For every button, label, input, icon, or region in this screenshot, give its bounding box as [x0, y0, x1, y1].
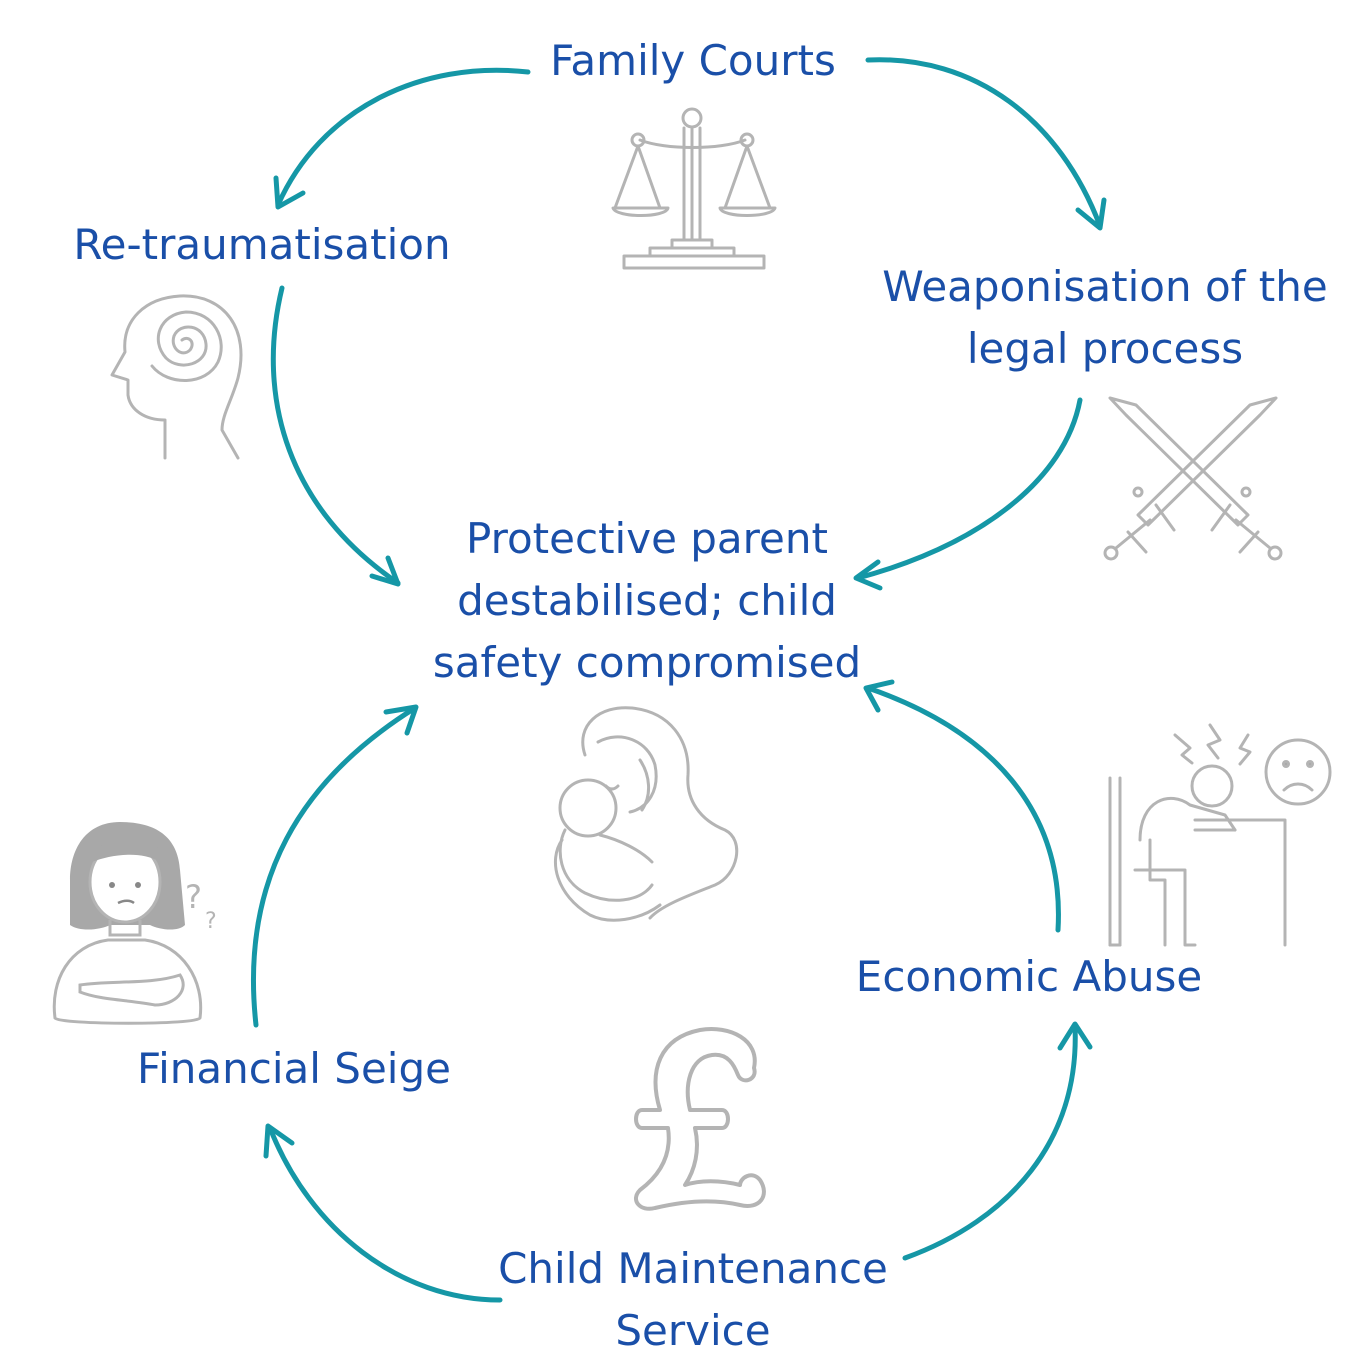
- head-spiral-icon: [110, 294, 243, 460]
- node-family-courts-label: Family Courts: [550, 36, 836, 85]
- confused-woman-icon: ? ?: [52, 822, 217, 1025]
- node-center-line3: safety compromised: [432, 638, 862, 687]
- node-center-line1: Protective parent: [466, 514, 828, 563]
- node-financial-seige-label: Financial Seige: [137, 1044, 451, 1093]
- pound-sign-icon: [634, 1027, 766, 1211]
- node-retraumatisation-label: Re-traumatisation: [73, 220, 451, 269]
- svg-text:?: ?: [205, 909, 217, 934]
- mother-and-baby-icon: [553, 706, 739, 922]
- arrow-financial-seige-to-center: [250, 704, 419, 1028]
- node-center: Protective parent destabilised; child sa…: [422, 508, 872, 694]
- node-weaponisation-line2: legal process: [966, 324, 1244, 373]
- stressed-person-at-desk-icon: [1108, 723, 1332, 947]
- crossed-swords-icon: [1103, 396, 1283, 561]
- svg-text:?: ?: [185, 878, 202, 916]
- arrow-child-maintenance-to-financial-seige: [263, 1123, 503, 1303]
- arrow-weaponisation-to-center: [853, 397, 1083, 591]
- node-financial-seige: Financial Seige: [130, 1038, 458, 1100]
- node-economic-abuse-label: Economic Abuse: [855, 952, 1203, 1001]
- arrow-retraumatisation-to-center: [270, 285, 401, 587]
- node-child-maintenance: Child Maintenance Service: [486, 1238, 900, 1362]
- scales-of-justice-icon: [611, 107, 777, 270]
- node-center-line2: destabilised; child: [457, 576, 837, 625]
- node-family-courts: Family Courts: [540, 30, 846, 92]
- node-weaponisation: Weaponisation of the legal process: [870, 256, 1340, 380]
- node-weaponisation-line1: Weaponisation of the: [882, 262, 1328, 311]
- arrow-child-maintenance-to-economic-abuse: [902, 1021, 1093, 1261]
- node-child-maintenance-line1: Child Maintenance: [498, 1244, 888, 1293]
- arrow-economic-abuse-to-center: [863, 679, 1061, 933]
- arrow-family-courts-to-weaponisation: [865, 57, 1107, 231]
- node-child-maintenance-line2: Service: [615, 1306, 771, 1355]
- arrow-family-courts-to-retraumatisation: [273, 67, 531, 210]
- node-economic-abuse: Economic Abuse: [846, 946, 1212, 1008]
- node-retraumatisation: Re-traumatisation: [62, 214, 462, 276]
